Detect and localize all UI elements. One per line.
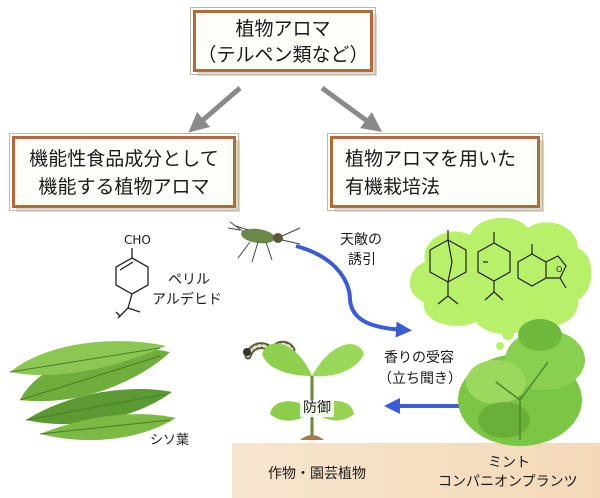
organic-cultivation-box: 植物アロマを用いた 有機栽培法 bbox=[327, 133, 543, 211]
perillaldehyde-label-2: アルデヒド bbox=[152, 292, 222, 308]
companion-plants-label: コンパニオンプランツ bbox=[438, 474, 578, 490]
shiso-label: シソ葉 bbox=[150, 433, 190, 448]
plant-aroma-title: 植物アロマ bbox=[235, 18, 331, 40]
functional-food-line2: 機能する植物アロマ bbox=[38, 176, 210, 198]
organic-cultivation-line1: 植物アロマを用いた bbox=[345, 148, 517, 170]
bottom-band bbox=[232, 443, 600, 498]
thought-bubble-icon bbox=[409, 217, 592, 350]
organic-cultivation-line2: 有機栽培法 bbox=[345, 176, 441, 198]
perillaldehyde-label-1: ペリル bbox=[168, 272, 210, 288]
crop-plant-icon bbox=[262, 343, 364, 440]
mint-plant-icon bbox=[458, 319, 585, 446]
plant-aroma-box: 植物アロマ （テルペン類など） bbox=[190, 7, 376, 75]
attract-label-2: 誘引 bbox=[348, 252, 376, 268]
blue-curved-arrow-icon bbox=[295, 244, 412, 338]
functional-food-line1: 機能性食品成分として bbox=[29, 148, 219, 170]
gray-down-right-arrow-icon bbox=[320, 85, 383, 132]
defense-label: 防御 bbox=[300, 400, 334, 417]
eavesdropping-label: （立ち聞き） bbox=[378, 371, 462, 387]
insect-icon bbox=[227, 221, 301, 263]
shiso-leaves-icon bbox=[9, 341, 176, 441]
functional-food-box: 機能性食品成分として 機能する植物アロマ bbox=[9, 133, 239, 211]
svg-text:O: O bbox=[556, 265, 562, 274]
perillaldehyde-molecule-icon bbox=[115, 248, 149, 319]
mint-label: ミント bbox=[488, 455, 530, 471]
gray-down-left-arrow-icon bbox=[188, 86, 242, 133]
attract-label-1: 天敵の bbox=[340, 232, 382, 248]
crops-label: 作物・園芸植物 bbox=[268, 466, 366, 482]
plant-aroma-subtitle: （テルペン類など） bbox=[197, 44, 369, 66]
aroma-reception-label: 香りの受容 bbox=[384, 350, 454, 366]
cho-label: CHO bbox=[124, 233, 151, 247]
molecule-icon: O bbox=[429, 230, 567, 305]
